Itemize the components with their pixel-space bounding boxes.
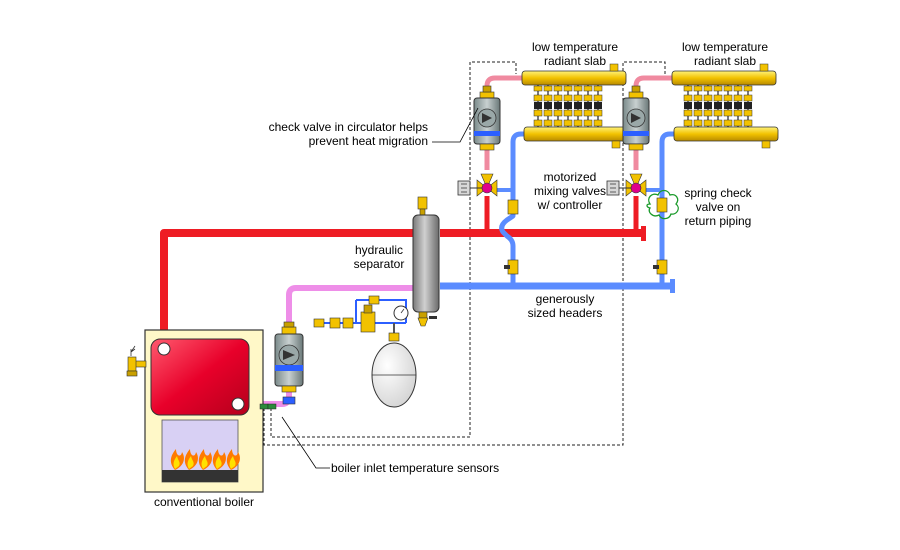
hydraulic-separator-label-line1: hydraulic <box>354 243 404 257</box>
boiler-return-port <box>231 397 245 411</box>
radiant-slab-1-label-line2: radiant slab <box>543 54 607 68</box>
boiler-supply-port <box>157 342 171 356</box>
supply-piping <box>160 196 646 347</box>
headers-label-line1: generously <box>535 292 595 306</box>
zone-2-circulator <box>622 85 650 151</box>
hydraulic-separator-label: hydraulic separator <box>344 243 414 271</box>
check-valve-leader-line <box>432 107 479 143</box>
spring-check-label-line2: valve on <box>695 200 741 214</box>
zone-1-manifold <box>521 63 629 149</box>
relief-valve-icon <box>126 345 147 377</box>
check-valve-label-line2: prevent heat migration <box>308 134 428 148</box>
mixing-valves-label: motorized mixing valves w/ controller <box>520 170 620 212</box>
radiant-slab-2-label-line2: radiant slab <box>693 54 757 68</box>
hydraulic-separator <box>412 196 440 327</box>
headers-label-line2: sized headers <box>527 306 603 320</box>
zone-1-mixing-valve <box>457 173 519 275</box>
spring-check-label: spring check valve on return piping <box>675 186 761 228</box>
radiant-slab-2-label-line1: low temperature <box>681 40 769 54</box>
burner-flames <box>170 449 240 470</box>
slab-supply-piping <box>484 75 680 170</box>
radiant-slab-1-label-line1: low temperature <box>531 40 619 54</box>
check-valve-label-line1: check valve in circulator helps <box>268 120 428 134</box>
control-wiring <box>263 61 666 446</box>
boiler-circulator <box>274 321 304 405</box>
zone-2-manifold <box>671 63 779 149</box>
mixing-valves-label-line3: w/ controller <box>537 198 603 212</box>
makeup-water-assembly <box>313 295 417 408</box>
conventional-boiler <box>144 329 264 493</box>
headers-label: generously sized headers <box>515 292 615 320</box>
zone-1-circulator <box>473 85 501 151</box>
spring-check-valve <box>646 189 679 220</box>
spring-check-label-line1: spring check <box>684 186 752 200</box>
zone-2-mixing-valve <box>606 173 668 275</box>
mixing-valves-label-line1: motorized <box>543 170 597 184</box>
spring-check-label-line3: return piping <box>684 214 752 228</box>
radiant-slab-2-label: low temperature radiant slab <box>670 40 780 68</box>
return-piping <box>440 131 694 293</box>
conventional-boiler-label: conventional boiler <box>153 495 255 509</box>
mixing-valves-label-line2: mixing valves <box>533 184 607 198</box>
boiler-inlet-sensors <box>259 403 277 410</box>
radiant-slab-1-label: low temperature radiant slab <box>520 40 630 68</box>
sensor-leader-line <box>281 416 330 469</box>
check-valve-label: check valve in circulator helps prevent … <box>250 120 428 148</box>
boiler-inlet-sensors-label: boiler inlet temperature sensors <box>331 461 500 475</box>
hydraulic-separator-label-line2: separator <box>353 257 405 271</box>
